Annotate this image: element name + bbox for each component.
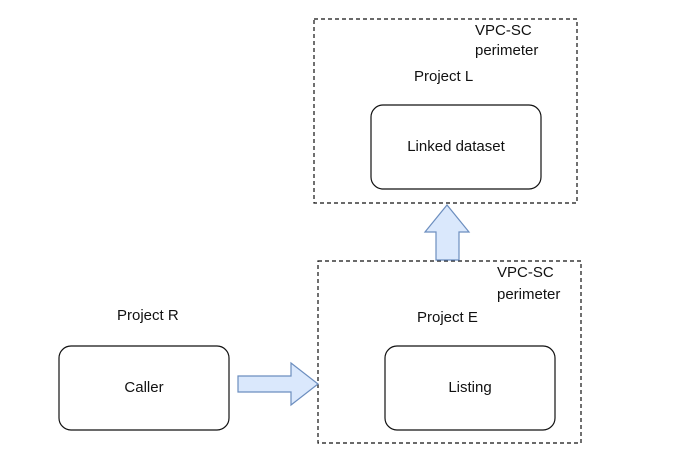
linked-dataset-label: Linked dataset [407, 138, 505, 155]
perimeter-e-title-line2: perimeter [497, 286, 561, 303]
listing-node[interactable] [384, 345, 556, 431]
caller-label: Caller [124, 379, 164, 396]
perimeter-l-title-line1: VPC-SC [475, 22, 532, 39]
project-l-label: Project L [414, 68, 474, 85]
vpc-sc-perimeter-l-border [313, 18, 578, 204]
caller-node[interactable] [58, 345, 230, 431]
project-e-label: Project E [417, 309, 478, 326]
perimeter-l-title-line2: perimeter [475, 42, 539, 59]
project-r-label: Project R [117, 307, 179, 324]
up-arrow-icon [423, 204, 471, 261]
vpc-sc-perimeter-e-border [317, 260, 582, 444]
linked-dataset-node[interactable] [370, 104, 542, 190]
listing-label: Listing [448, 379, 492, 396]
right-arrow-icon [237, 361, 319, 407]
perimeter-e-title-line1: VPC-SC [497, 264, 554, 281]
